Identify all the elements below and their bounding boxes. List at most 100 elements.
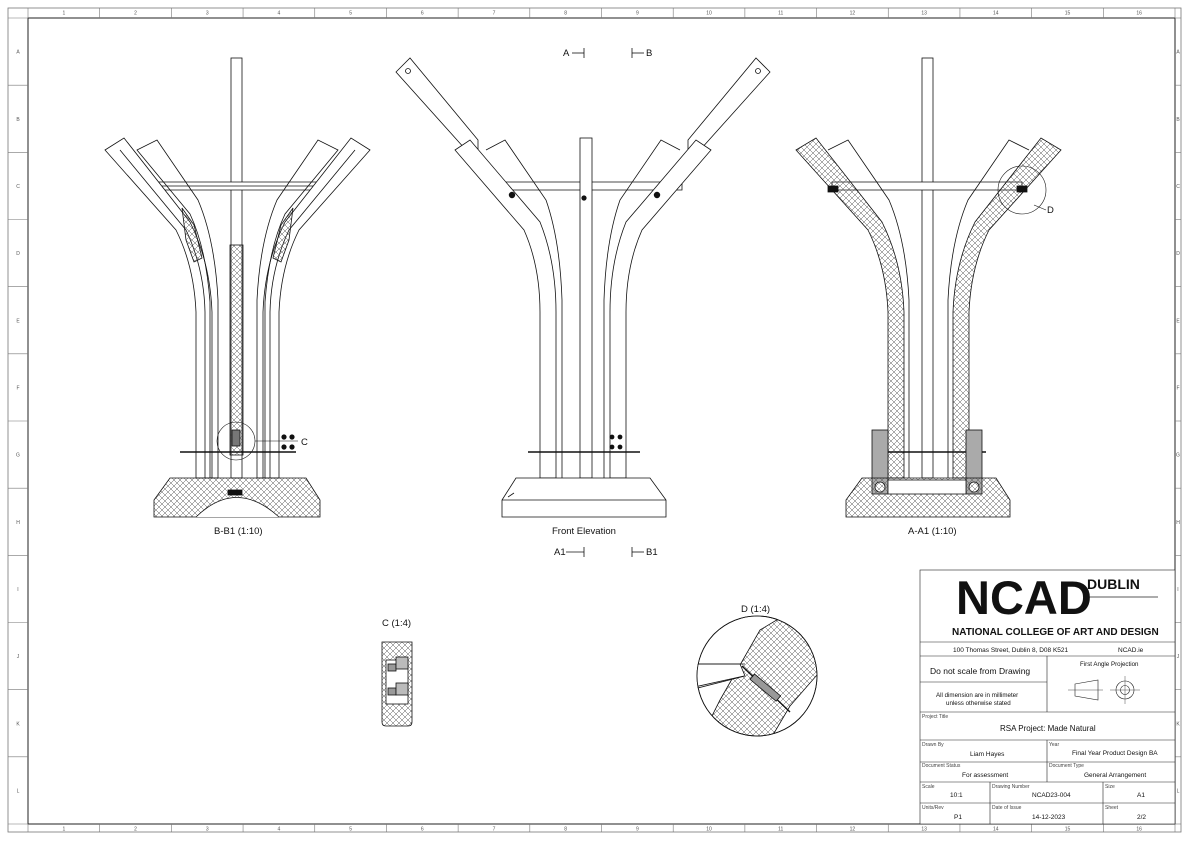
- title-block: [919, 569, 1176, 825]
- drawing-number-value: NCAD23-004: [1032, 792, 1071, 799]
- college-website: NCAD.ie: [1118, 647, 1144, 654]
- grid-row-label-right: F: [1176, 385, 1179, 391]
- grid-row-label-right: H: [1176, 520, 1180, 526]
- grid-column-label-top: 4: [278, 11, 281, 17]
- grid-row-label-left: J: [17, 654, 20, 660]
- scale-label: Scale: [922, 784, 935, 790]
- grid-column-label-top: 15: [1065, 11, 1071, 17]
- projection-label: First Angle Projection: [1080, 661, 1139, 668]
- year-label: Year: [1049, 742, 1059, 748]
- grid-column-label-bottom: 13: [921, 827, 927, 833]
- grid-column-label-top: 10: [706, 11, 712, 17]
- grid-row-label-left: K: [16, 721, 20, 727]
- grid-column-label-bottom: 14: [993, 827, 999, 833]
- grid-column-label-bottom: 9: [636, 827, 639, 833]
- grid-row-label-right: K: [1176, 721, 1180, 727]
- grid-column-label-top: 3: [206, 11, 209, 17]
- grid-row-label-left: E: [16, 318, 20, 324]
- grid-column-label-top: 9: [636, 11, 639, 17]
- grid-column-label-bottom: 5: [349, 827, 352, 833]
- grid-row-label-left: F: [16, 385, 19, 391]
- grid-column-label-top: 1: [62, 11, 65, 17]
- college-address: 100 Thomas Street, Dublin 8, D08 K521: [953, 647, 1069, 654]
- detail-c-view: [381, 641, 413, 727]
- grid-column-label-top: 6: [421, 11, 424, 17]
- grid-column-label-top: 12: [850, 11, 856, 17]
- grid-column-label-top: 16: [1136, 11, 1142, 17]
- grid-column-label-bottom: 15: [1065, 827, 1071, 833]
- section-a-view: [795, 57, 1062, 518]
- units-rev-value: P1: [954, 814, 962, 821]
- grid-row-label-right: E: [1176, 318, 1180, 324]
- grid-row-label-left: A: [16, 50, 20, 56]
- drawn-by-label: Drawn By: [922, 742, 944, 748]
- front-elevation-view: [395, 57, 771, 518]
- detail-d-view: [696, 615, 818, 737]
- section-mark-b1: B1: [646, 547, 658, 558]
- units-note-line2: unless otherwise stated: [946, 700, 1011, 707]
- units-rev-label: Units/Rev: [922, 805, 944, 811]
- project-title-value: RSA Project: Made Natural: [1000, 724, 1096, 733]
- grid-row-label-left: B: [16, 117, 20, 123]
- detail-c-caption: C (1:4): [382, 618, 411, 629]
- grid-row-label-left: D: [16, 251, 20, 257]
- grid-row-label-left: I: [17, 587, 18, 593]
- sheet-label: Sheet: [1105, 805, 1119, 811]
- section-mark-b: B: [646, 48, 652, 59]
- document-type-label: Document Type: [1049, 763, 1084, 769]
- no-scale-note: Do not scale from Drawing: [930, 666, 1030, 676]
- grid-row-label-left: L: [17, 788, 20, 794]
- drawn-by-value: Liam Hayes: [970, 751, 1005, 758]
- document-status-value: For assessment: [962, 772, 1008, 779]
- grid-column-label-bottom: 6: [421, 827, 424, 833]
- grid-row-label-right: B: [1176, 117, 1180, 123]
- document-type-value: General Arrangement: [1084, 772, 1146, 779]
- ncad-logo: NCAD: [956, 571, 1092, 624]
- section-markers: [566, 48, 644, 557]
- section-mark-a1: A1: [554, 547, 566, 558]
- scale-value: 10:1: [950, 792, 963, 799]
- callout-d-label: D: [1047, 205, 1054, 216]
- grid-column-label-bottom: 1: [62, 827, 65, 833]
- size-value: A1: [1137, 792, 1145, 799]
- units-note-line1: All dimension are in millimeter: [936, 692, 1018, 699]
- grid-column-label-bottom: 11: [778, 827, 783, 833]
- grid-row-label-right: L: [1177, 788, 1180, 794]
- grid-column-label-bottom: 12: [850, 827, 856, 833]
- grid-column-label-bottom: 16: [1136, 827, 1142, 833]
- project-title-label: Project Title: [922, 714, 948, 720]
- grid-row-label-left: H: [16, 520, 20, 526]
- grid-column-label-bottom: 10: [706, 827, 712, 833]
- college-name: NATIONAL COLLEGE OF ART AND DESIGN: [952, 627, 1159, 638]
- grid-row-label-right: J: [1177, 654, 1180, 660]
- grid-column-label-bottom: 7: [493, 827, 496, 833]
- grid-column-label-top: 5: [349, 11, 352, 17]
- grid-row-label-right: I: [1177, 587, 1178, 593]
- date-of-issue-value: 14-12-2023: [1032, 814, 1066, 821]
- grid-column-label-top: 7: [493, 11, 496, 17]
- grid-column-label-bottom: 4: [278, 827, 281, 833]
- grid-row-label-right: D: [1176, 251, 1180, 257]
- grid-column-label-bottom: 8: [564, 827, 567, 833]
- outer-border: [7, 7, 1182, 833]
- grid-row-label-right: A: [1176, 50, 1180, 56]
- callout-c-label: C: [301, 437, 308, 448]
- grid-column-label-top: 2: [134, 11, 137, 17]
- size-label: Size: [1105, 784, 1115, 790]
- ncad-logo-dublin: DUBLIN: [1087, 576, 1140, 592]
- border-grid-labels: 1122334455667788991010111112121313141415…: [16, 11, 1180, 833]
- grid-column-label-bottom: 3: [206, 827, 209, 833]
- grid-column-label-top: 13: [921, 11, 927, 17]
- grid-row-label-right: G: [1176, 453, 1180, 459]
- section-b-caption: B-B1 (1:10): [214, 526, 263, 537]
- date-of-issue-label: Date of Issue: [992, 805, 1022, 811]
- document-status-label: Document Status: [922, 763, 961, 769]
- front-elevation-caption: Front Elevation: [552, 526, 616, 537]
- grid-column-label-top: 8: [564, 11, 567, 17]
- grid-column-label-bottom: 2: [134, 827, 137, 833]
- drawing-number-label: Drawing Number: [992, 784, 1030, 790]
- border-grid-ticks: [8, 8, 1181, 832]
- grid-row-label-right: C: [1176, 184, 1180, 190]
